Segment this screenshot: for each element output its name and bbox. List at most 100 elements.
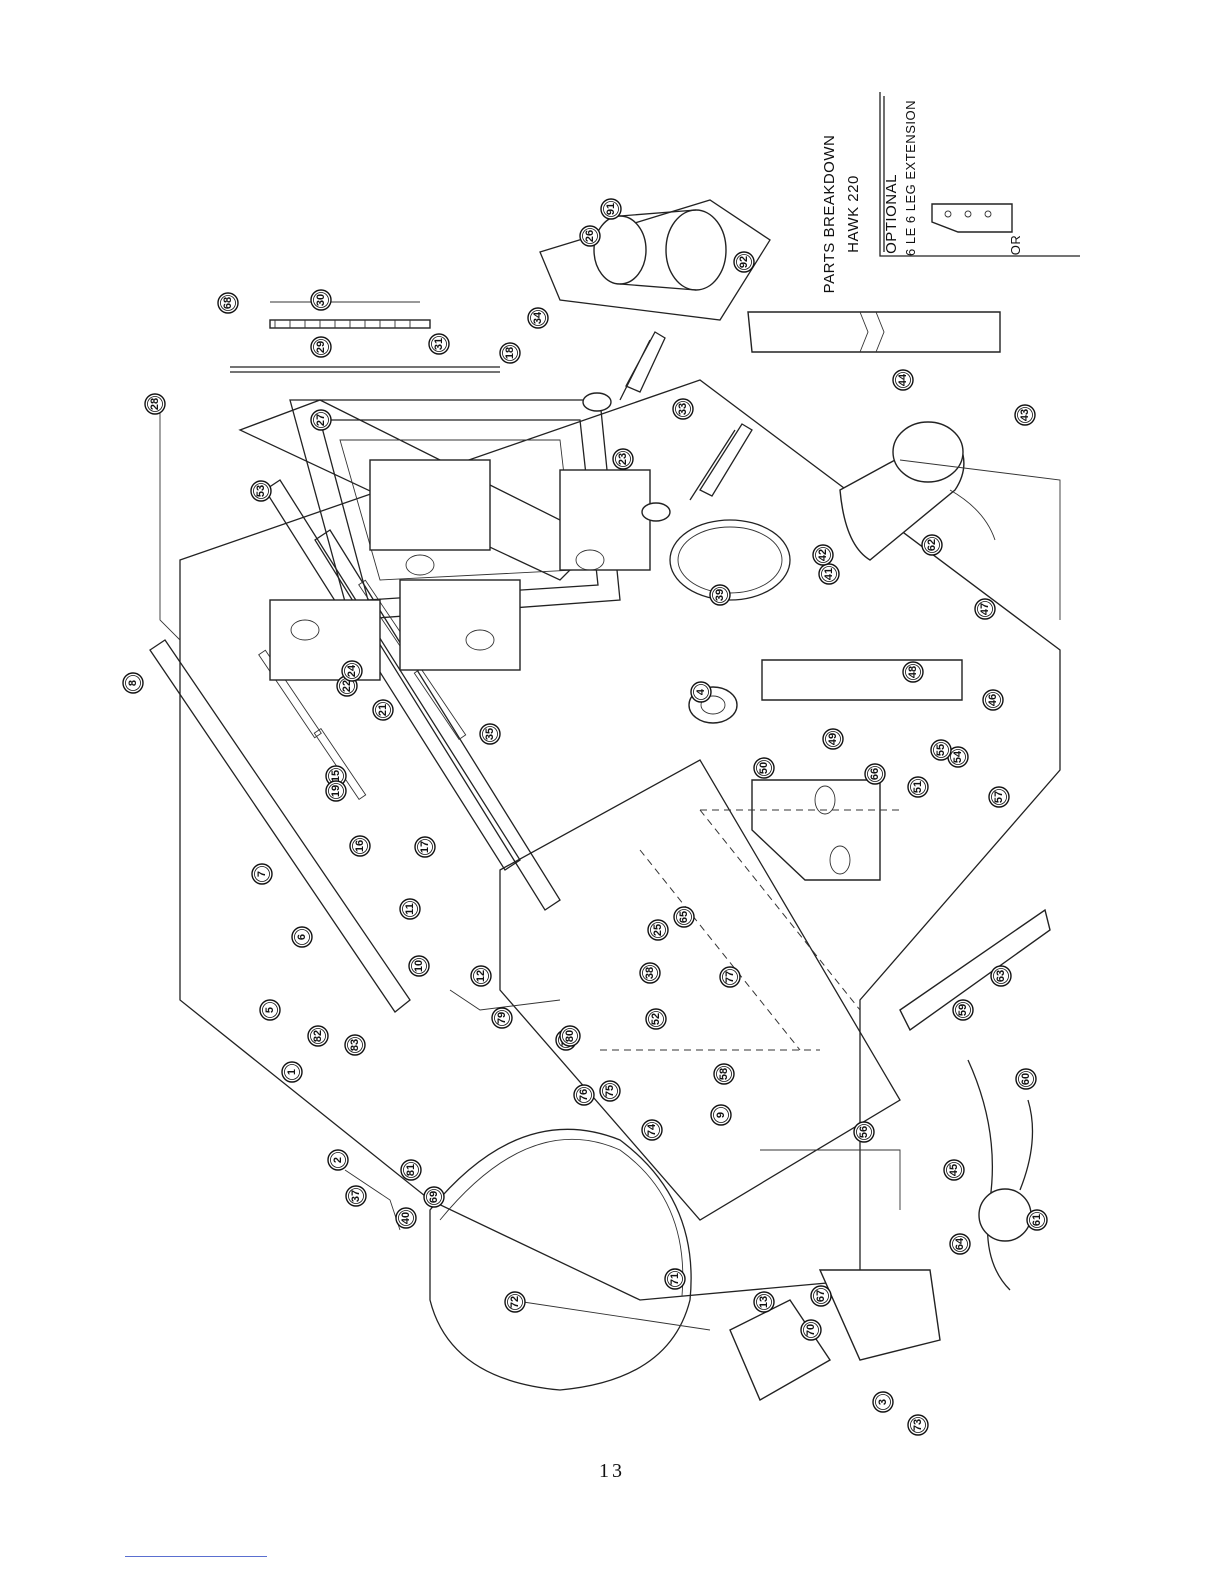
callout-18: 18 [500, 343, 520, 363]
callout-10: 10 [409, 956, 429, 976]
callout-64: 64 [950, 1234, 970, 1254]
callout-number: 64 [954, 1237, 966, 1250]
callout-21: 21 [373, 700, 393, 720]
callout-19: 19 [326, 781, 346, 801]
callout-26: 26 [580, 226, 600, 246]
callout-12: 12 [471, 966, 491, 986]
callout-41: 41 [819, 564, 839, 584]
callout-70: 70 [801, 1320, 821, 1340]
callout-71: 71 [665, 1269, 685, 1289]
callout-number: 48 [907, 666, 919, 678]
callout-number: 42 [817, 549, 829, 561]
callout-5: 5 [260, 1000, 280, 1020]
callout-47: 47 [975, 599, 995, 619]
callout-number: 69 [428, 1191, 440, 1203]
callout-number: 22 [341, 680, 353, 692]
callout-number: 61 [1031, 1214, 1043, 1226]
callout-62: 62 [922, 535, 942, 555]
callout-65: 65 [674, 907, 694, 927]
callout-number: 35 [484, 728, 496, 740]
callout-number: 8 [127, 680, 139, 686]
callout-number: 82 [312, 1030, 324, 1042]
callout-57: 57 [989, 787, 1009, 807]
callout-number: 17 [419, 841, 431, 853]
callout-38: 38 [640, 963, 660, 983]
callout-number: 44 [897, 373, 909, 386]
callout-17: 17 [415, 837, 435, 857]
callout-number: 46 [987, 694, 999, 706]
callout-number: 59 [957, 1004, 969, 1016]
callout-number: 47 [979, 603, 991, 615]
callout-number: 53 [255, 485, 267, 497]
callout-number: 38 [644, 967, 656, 979]
callout-67: 67 [811, 1286, 831, 1306]
callout-number: 1 [286, 1069, 298, 1075]
callout-number: 67 [815, 1290, 827, 1302]
callout-2: 2 [328, 1150, 348, 1170]
callout-number: 91 [605, 203, 617, 215]
callout-number: 72 [509, 1296, 521, 1308]
callout-number: 15 [330, 770, 342, 782]
callout-58: 58 [714, 1064, 734, 1084]
callout-number: 41 [823, 568, 835, 580]
callout-11: 11 [400, 899, 420, 919]
callout-33: 33 [673, 399, 693, 419]
footer-rule [125, 1556, 267, 1557]
callout-number: 71 [669, 1273, 681, 1285]
callout-52: 52 [646, 1009, 666, 1029]
callout-75: 75 [600, 1081, 620, 1101]
callout-43: 43 [1015, 405, 1035, 425]
callout-number: 79 [496, 1012, 508, 1024]
callout-77: 77 [720, 967, 740, 987]
callout-56: 56 [854, 1122, 874, 1142]
callout-34: 34 [528, 308, 548, 328]
power-cord [968, 1060, 1010, 1290]
callout-number: 55 [935, 744, 947, 756]
callout-number: 12 [475, 970, 487, 982]
callout-79: 79 [492, 1008, 512, 1028]
callout-31: 31 [429, 334, 449, 354]
wheel-table [430, 1129, 691, 1390]
callout-number: 34 [532, 311, 544, 324]
callout-number: 2 [332, 1157, 344, 1163]
callout-number: 30 [315, 294, 327, 306]
callout-3: 3 [873, 1392, 893, 1412]
callout-number: 50 [758, 762, 770, 774]
callout-9: 9 [711, 1105, 731, 1125]
callout-80: 80 [560, 1026, 580, 1046]
callout-66: 66 [865, 764, 885, 784]
leg-upper [748, 312, 1000, 352]
callout-number: 19 [330, 785, 342, 797]
callout-69: 69 [424, 1187, 444, 1207]
svg-text:HAWK 220: HAWK 220 [845, 175, 862, 253]
leg-extension-bracket [932, 204, 1012, 232]
callout-37: 37 [346, 1186, 366, 1206]
svg-text:PARTS BREAKDOWN: PARTS BREAKDOWN [821, 135, 838, 294]
callout-number: 24 [346, 664, 358, 677]
callout-60: 60 [1016, 1069, 1036, 1089]
callout-30: 30 [311, 290, 331, 310]
callout-46: 46 [983, 690, 1003, 710]
callout-8: 8 [123, 673, 143, 693]
callout-number: 51 [912, 781, 924, 793]
callout-68: 68 [218, 293, 238, 313]
callout-16: 16 [350, 836, 370, 856]
callout-number: 9 [715, 1112, 727, 1118]
callout-number: 18 [504, 347, 516, 359]
callout-40: 40 [396, 1208, 416, 1228]
callout-number: 40 [400, 1212, 412, 1224]
callout-7: 7 [252, 864, 272, 884]
callout-number: 23 [617, 453, 629, 465]
callout-number: 49 [827, 733, 839, 745]
callout-50: 50 [754, 758, 774, 778]
callout-4: 4 [691, 682, 711, 702]
callout-number: 73 [912, 1419, 924, 1431]
callout-number: 65 [678, 911, 690, 923]
callout-91: 91 [601, 199, 621, 219]
svg-text:OPTIONAL: OPTIONAL [883, 174, 900, 254]
callout-number: 77 [724, 971, 736, 983]
callout-number: 63 [995, 970, 1007, 982]
callout-82: 82 [308, 1026, 328, 1046]
callout-number: 25 [652, 924, 664, 936]
